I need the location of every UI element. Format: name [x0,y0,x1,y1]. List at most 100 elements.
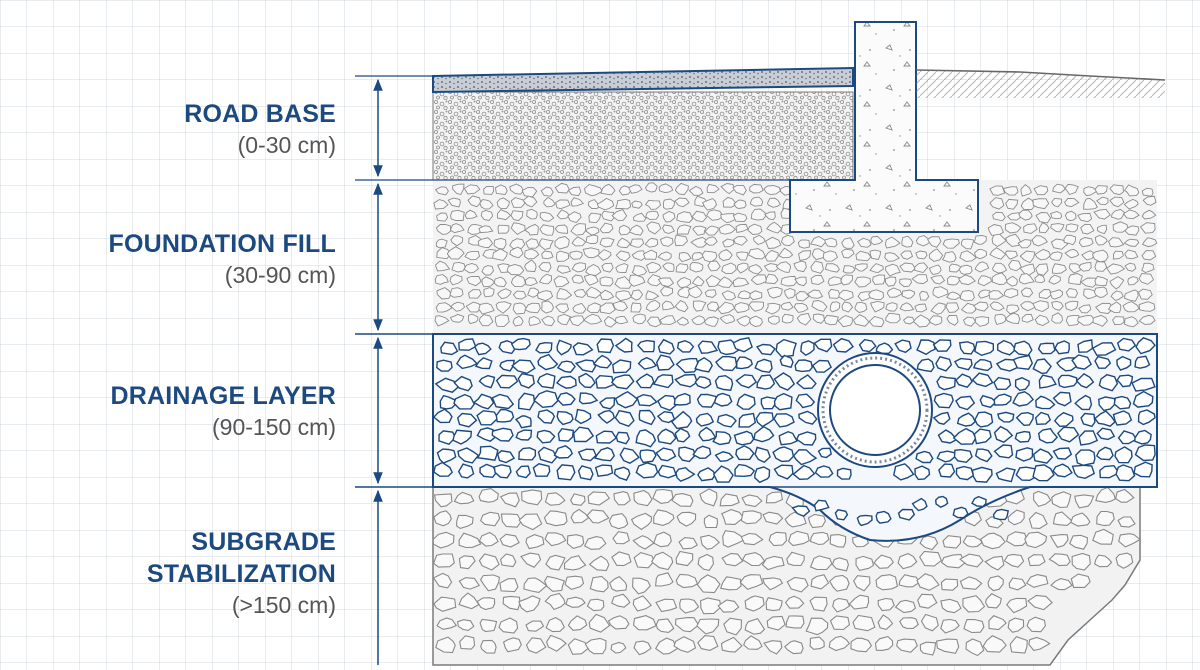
aggregate-stone [1094,261,1108,272]
aggregate-stone [747,223,763,235]
aggregate-stone [1038,289,1053,300]
aggregate-stone [657,464,677,479]
aggregate-stone [539,211,555,222]
aggregate-stone [1123,198,1139,210]
aggregate-stone [829,301,841,313]
aggregate-stone [583,274,599,286]
aggregate-stone [1020,183,1032,197]
aggregate-stone [556,209,571,220]
aggregate-stone [1048,553,1071,567]
aggregate-stone [919,550,942,567]
aggregate-stone [468,289,482,299]
aggregate-stone [854,276,872,288]
aggregate-stone [570,223,587,236]
aggregate-stone [720,183,736,195]
aggregate-stone [692,445,712,460]
aggregate-stone [472,393,495,410]
aggregate-stone [1064,248,1080,259]
aggregate-stone [1124,316,1139,328]
aggregate-stone [857,291,872,302]
aggregate-stone [1005,531,1028,547]
aggregate-stone [722,530,747,548]
aggregate-stone [1014,430,1032,443]
aggregate-stone [988,615,1007,631]
aggregate-stone [877,597,895,612]
aggregate-stone [1141,209,1157,220]
aggregate-stone [533,390,559,409]
aggregate-stone [565,596,586,608]
aggregate-stone [767,315,780,325]
aggregate-stone [901,289,916,299]
aggregate-stone [1012,354,1034,370]
aggregate-stone [678,537,698,550]
aggregate-stone [479,574,501,592]
aggregate-stone [691,252,705,261]
aggregate-stone [632,313,646,325]
aggregate-stone [544,492,566,506]
aggregate-stone [886,287,903,298]
aggregate-stone [946,314,959,326]
aggregate-stone [1123,289,1139,302]
aggregate-stone [585,234,599,244]
aggregate-stone [1115,488,1135,503]
aggregate-stone [453,491,475,505]
aggregate-stone [652,374,674,389]
aggregate-stone [661,300,676,311]
aggregate-stone [703,514,718,529]
aggregate-stone [1110,290,1124,302]
aggregate-stone [885,236,901,249]
aggregate-stone [795,291,810,302]
aggregate-stone [478,488,499,503]
aggregate-stone [600,183,616,196]
aggregate-stone [840,274,853,286]
aggregate-stone [901,235,914,248]
aggregate-stone [824,263,840,273]
aggregate-stone [992,508,1010,521]
aggregate-stone [841,248,855,259]
aggregate-stone [832,337,854,353]
aggregate-stone [511,359,536,375]
aggregate-stone [1091,249,1109,263]
aggregate-stone [1032,448,1054,464]
aggregate-stone [958,264,973,275]
aggregate-stone [543,510,568,527]
aggregate-stone [697,340,719,354]
aggregate-stone [766,615,786,631]
aggregate-stone [919,290,930,301]
aggregate-stone [675,573,699,589]
aggregate-stone [814,465,834,478]
aggregate-stone [654,637,679,655]
aggregate-stone [1080,412,1096,428]
aggregate-stone [477,237,494,249]
aggregate-stone [793,260,807,273]
aggregate-stone [1112,410,1133,426]
aggregate-stone [1132,390,1154,408]
aggregate-stone [973,248,988,260]
aggregate-stone [457,447,480,464]
aggregate-stone [934,495,949,508]
aggregate-stone [674,234,689,247]
aggregate-stone [495,408,515,423]
aggregate-stone [754,466,771,484]
aggregate-stone [572,426,595,443]
aggregate-stone [930,302,946,315]
aggregate-stone [1069,534,1088,550]
aggregate-stone [828,635,851,652]
aggregate-stone [1025,574,1049,588]
aggregate-stone [703,316,719,327]
aggregate-stone [467,223,485,235]
aggregate-stone [630,289,643,301]
aggregate-stone [1096,427,1116,441]
aggregate-stone [1094,355,1112,369]
aggregate-stone [517,372,535,389]
aggregate-stone [792,449,818,466]
aggregate-stone [697,467,716,482]
aggregate-stone [1004,250,1018,260]
aggregate-stone [633,551,655,569]
aggregate-stone [1006,597,1028,614]
aggregate-stone [784,595,805,609]
aggregate-stone [715,356,738,372]
aggregate-stone [662,224,676,234]
aggregate-stone [736,262,749,274]
aggregate-stone [433,596,457,612]
